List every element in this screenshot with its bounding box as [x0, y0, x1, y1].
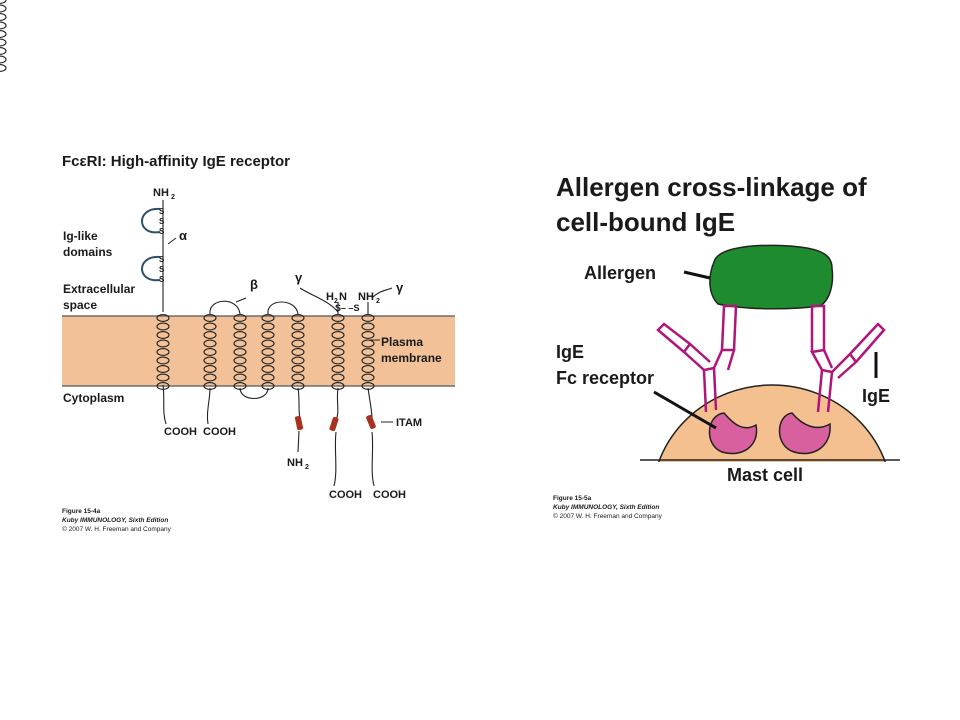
alpha-label: α: [179, 228, 187, 243]
right-caption-figure: Figure 15-5a: [553, 495, 592, 502]
ig-domain-lower: [141, 255, 161, 282]
beta-tail: [297, 430, 300, 453]
fc-receptor-left: [708, 412, 758, 455]
svg-text:S: S: [159, 255, 165, 264]
ige-right-label: IgE: [862, 386, 890, 406]
itam-beta: [294, 415, 304, 431]
gamma-label-1: γ: [295, 270, 303, 285]
cooh-label-1: COOH: [164, 426, 197, 438]
nh2-bottom-sub: 2: [305, 464, 309, 471]
mast-cell-label: Mast cell: [727, 465, 803, 485]
svg-text:S: S: [159, 265, 165, 274]
plasma-label: Plasma: [381, 335, 423, 349]
right-caption-copyright: © 2007 W. H. Freeman and Company: [553, 512, 663, 520]
cooh-label-4: COOH: [373, 489, 406, 501]
mast-cell: [657, 384, 887, 462]
alpha-chain: [162, 200, 167, 425]
plasma-membrane-band: [62, 316, 455, 386]
nh2-top-sub: 2: [171, 194, 175, 201]
ige-left: [656, 304, 738, 413]
fc-receptor-label: Fc receptor: [556, 368, 654, 388]
left-figure-title: FcεRI: High-affinity IgE receptor: [62, 153, 290, 170]
gamma-disulfide: S– –S: [335, 303, 360, 313]
svg-text:S: S: [159, 217, 165, 226]
nh2-bottom-label: NH: [287, 457, 303, 469]
left-caption-book: Kuby IMMUNOLOGY, Sixth Edition: [62, 517, 168, 524]
allergen-pointer: [683, 270, 711, 280]
beta-chain: [206, 297, 301, 425]
allergen: [709, 244, 834, 310]
cooh-label-3: COOH: [329, 489, 362, 501]
gamma-chains: [299, 287, 393, 487]
right-title-line2: cell-bound IgE: [556, 207, 735, 237]
transmembrane-helices: [0, 0, 375, 390]
ige-right: [810, 304, 886, 413]
svg-text:S: S: [159, 207, 165, 216]
left-caption-figure: Figure 15-4a: [62, 508, 101, 515]
cytoplasm-label: Cytoplasm: [63, 391, 124, 405]
nh2-right-sub: 2: [376, 298, 380, 305]
h2n-n: N: [339, 291, 347, 303]
fc-receptor-right: [778, 412, 831, 455]
ige-antibodies: [656, 304, 886, 413]
ig-like-label: Ig-like: [63, 229, 98, 243]
allergen-label: Allergen: [584, 263, 656, 283]
fc-receptor-pointer: [653, 390, 717, 430]
domains-label: domains: [63, 245, 113, 259]
itam-gamma-2: [366, 414, 376, 430]
alpha-pointer: [167, 237, 177, 245]
left-caption-copyright: © 2007 W. H. Freeman and Company: [62, 525, 172, 533]
right-title-line1: Allergen cross-linkage of: [556, 172, 867, 202]
gamma-label-2: γ: [396, 280, 404, 295]
allergen-crosslink-diagram: Allergen cross-linkage of cell-bound IgE: [553, 172, 900, 520]
itam-gamma-1: [329, 416, 339, 432]
svg-text:S: S: [159, 275, 165, 284]
disulfide-labels: S S S S S S: [159, 207, 165, 284]
beta-label: β: [250, 277, 258, 292]
ig-like-domains: [141, 207, 161, 282]
space-label: space: [63, 298, 97, 312]
extracellular-label: Extracellular: [63, 282, 135, 296]
right-caption-book: Kuby IMMUNOLOGY, Sixth Edition: [553, 504, 659, 511]
ige-left-label: IgE: [556, 342, 584, 362]
cooh-label-2: COOH: [203, 426, 236, 438]
fceri-diagram: FcεRI: High-affinity IgE receptor NH 2 S…: [0, 0, 455, 533]
svg-text:S: S: [159, 227, 165, 236]
h2n-sub: 2: [334, 298, 338, 305]
membrane-label: membrane: [381, 351, 442, 365]
nh2-right-label: NH: [358, 291, 374, 303]
h2n-label: H: [326, 291, 334, 303]
nh2-top-label: NH: [153, 187, 169, 199]
ig-domain-upper: [141, 207, 161, 234]
itam-label: ITAM: [396, 417, 422, 429]
